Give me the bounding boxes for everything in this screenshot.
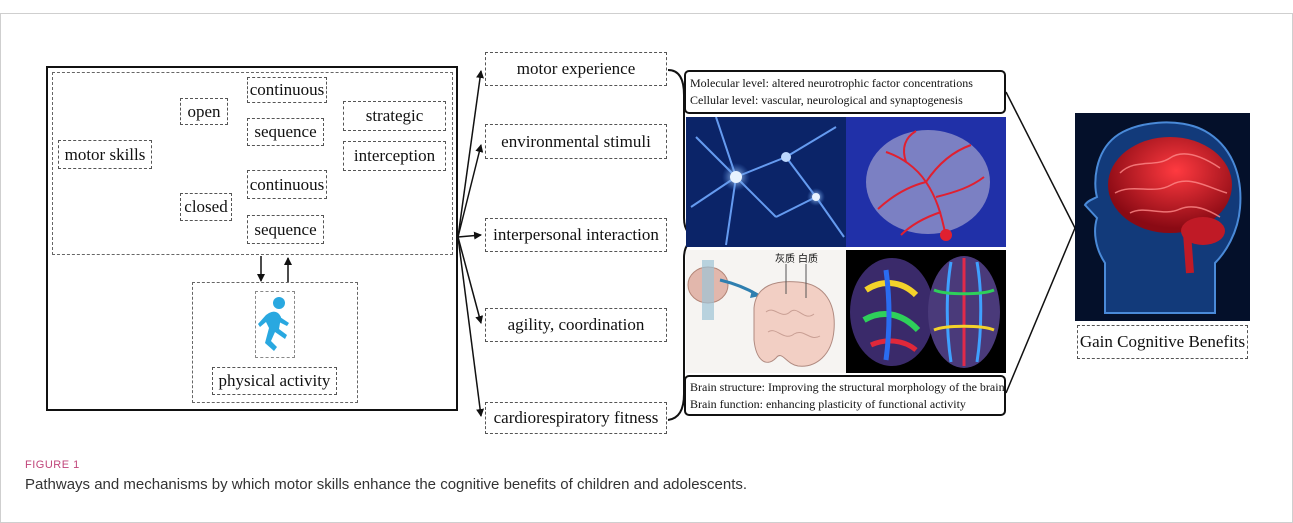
cellular-level-text: Cellular level: vascular, neurological a… (690, 93, 963, 107)
brain-tractography-image (846, 250, 1006, 373)
node-closed: closed (180, 193, 232, 221)
motor-skills-panel (46, 66, 458, 411)
pathway-cardiorespiratory-fitness: cardiorespiratory fitness (485, 402, 667, 434)
pathway-motor-experience: motor experience (485, 52, 667, 86)
neuron-image (686, 117, 846, 247)
node-closed-continuous: continuous (247, 170, 327, 199)
figure-label: FIGURE 1 (25, 459, 80, 471)
brain-function-text: Brain function: enhancing plasticity of … (690, 397, 966, 411)
pathway-interpersonal-interaction: interpersonal interaction (485, 218, 667, 252)
pathway-agility-coordination: agility, coordination (485, 308, 667, 342)
node-motor-skills: motor skills (58, 140, 152, 169)
white-matter-label: 白质 (798, 254, 818, 265)
node-interception: interception (343, 141, 446, 171)
node-physical-activity: physical activity (212, 367, 337, 395)
outcome-gain-cognitive-benefits: Gain Cognitive Benefits (1077, 325, 1248, 359)
grey-white-matter-image: 灰质 白质 (686, 250, 846, 373)
frame-border (0, 13, 1, 523)
molecular-cellular-box: Molecular level: altered neurotrophic fa… (684, 70, 1006, 114)
brain-structure-function-box: Brain structure: Improving the structura… (684, 375, 1006, 416)
figure-caption: Pathways and mechanisms by which motor s… (25, 476, 748, 493)
brain-vessels-image (846, 117, 1006, 247)
running-person-icon (258, 296, 289, 351)
node-open: open (180, 98, 228, 125)
node-open-continuous: continuous (247, 77, 327, 103)
node-strategic: strategic (343, 101, 446, 131)
frame-border (0, 13, 1293, 14)
pathway-environmental-stimuli: environmental stimuli (485, 124, 667, 159)
grey-matter-label: 灰质 (775, 254, 795, 265)
brain-structure-text: Brain structure: Improving the structura… (690, 380, 1005, 394)
running-person-icon-frame (255, 291, 295, 358)
head-brain-image (1075, 113, 1250, 321)
molecular-level-text: Molecular level: altered neurotrophic fa… (690, 76, 973, 90)
node-closed-sequence: sequence (247, 215, 324, 244)
node-open-sequence: sequence (247, 118, 324, 146)
